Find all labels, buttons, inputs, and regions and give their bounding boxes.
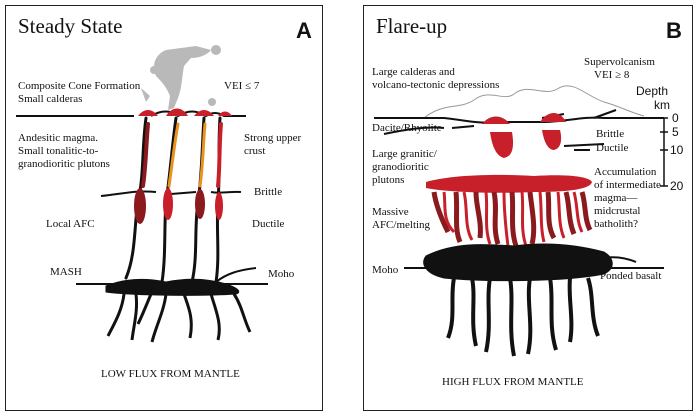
local-afc-label: Local AFC	[46, 218, 95, 231]
ash-plume	[141, 45, 221, 110]
panel-flare-up: Flare-up B Large calderas and volcano-te…	[363, 5, 693, 411]
large-calderas-label-2: volcano-tectonic depressions	[372, 79, 499, 92]
brittle-label: Brittle	[596, 128, 624, 141]
accumulation-label-4: midcrustal	[594, 205, 640, 218]
caldera-magma	[482, 113, 566, 158]
panel-a-title: Steady State	[18, 14, 122, 39]
accumulation-label-5: batholith?	[594, 218, 638, 231]
dacite-label: Dacite/Rhyolite	[372, 122, 442, 135]
moho-label: Moho	[372, 264, 398, 277]
panel-b-letter: B	[666, 18, 682, 44]
ductile-label: Ductile	[252, 218, 284, 231]
depth-title: Depth	[636, 84, 668, 98]
moho-ponded-basalt	[404, 244, 664, 356]
accumulation-label-3: magma—	[594, 192, 637, 205]
accumulation-label-2: of intermediate	[594, 179, 661, 192]
panel-a-letter: A	[296, 18, 312, 44]
accumulation-label-1: Accumulation	[594, 166, 656, 179]
vei-label: VEI ≥ 8	[594, 69, 629, 82]
large-calderas-label-1: Large calderas and	[372, 66, 455, 79]
midcrustal-batholith	[426, 175, 592, 246]
panel-b-title: Flare-up	[376, 14, 447, 39]
large-granitic-label-1: Large granitic/	[372, 148, 437, 161]
composite-cone-label: Composite Cone Formation	[18, 80, 140, 93]
andesitic-label-3: granodioritic plutons	[18, 158, 110, 171]
depth-tick-5: 5	[672, 125, 679, 139]
volcanic-cones	[138, 109, 232, 117]
large-granitic-label-3: plutons	[372, 174, 404, 187]
depth-tick-20: 20	[670, 179, 683, 193]
massive-label-2: AFC/melting	[372, 219, 430, 232]
low-flux-label: LOW FLUX FROM MANTLE	[101, 368, 240, 381]
massive-label-1: Massive	[372, 206, 409, 219]
andesitic-label-1: Andesitic magma.	[18, 132, 98, 145]
mash-label: MASH	[50, 266, 82, 279]
depth-unit: km	[654, 98, 670, 112]
depth-tick-0: 0	[672, 111, 679, 125]
ponded-basalt-label: Ponded basalt	[600, 270, 661, 283]
depth-axis	[660, 118, 668, 186]
supervolcanism-label: Supervolcanism	[584, 56, 655, 69]
small-calderas-label: Small calderas	[18, 93, 82, 106]
magma-conduits	[126, 118, 223, 282]
andesitic-label-2: Small tonalitic-to-	[18, 145, 98, 158]
steady-state-illustration	[6, 6, 324, 412]
brittle-label: Brittle	[254, 186, 282, 199]
moho-mash-zone	[76, 268, 268, 342]
depth-tick-10: 10	[670, 143, 683, 157]
strong-upper-label-1: Strong upper	[244, 132, 301, 145]
strong-upper-label-2: crust	[244, 145, 265, 158]
ductile-label: Ductile	[596, 142, 628, 155]
moho-label: Moho	[268, 268, 294, 281]
high-flux-label: HIGH FLUX FROM MANTLE	[442, 376, 583, 389]
panel-steady-state: Steady State A Composite Cone Formation …	[5, 5, 323, 411]
large-granitic-label-2: granodioritic	[372, 161, 429, 174]
vei-label: VEI ≤ 7	[224, 80, 259, 93]
